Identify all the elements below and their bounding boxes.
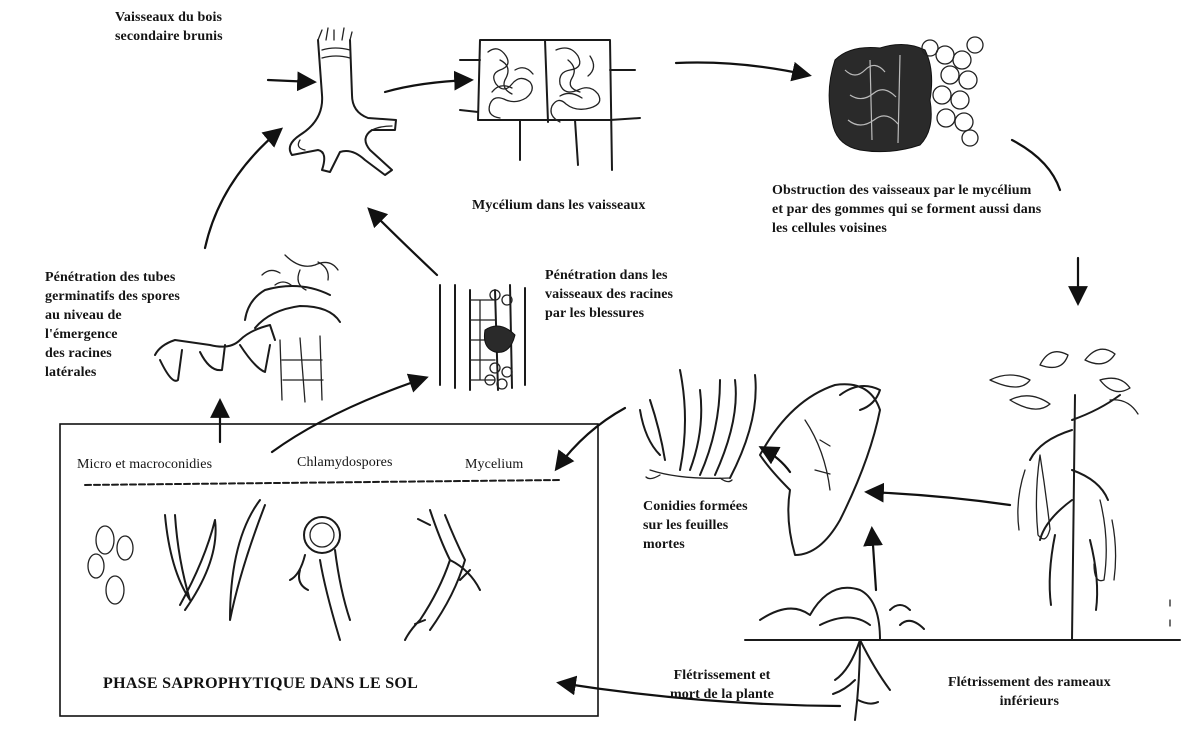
label-mycelium-vessels: Mycélium dans les vaisseaux [472,196,645,215]
label-wilting-lower: Flétrissement des rameaux inférieurs [948,673,1111,711]
label-line: mort de la plante [670,685,774,704]
root-vessel-wound-illustration [440,285,525,390]
label-line: et par des gommes qui se forment aussi d… [772,200,1041,219]
conidia-spores-illustration [88,500,265,620]
label-line: Flétrissement des rameaux [948,673,1111,692]
mycelium-cells-illustration [460,40,640,170]
soil-box-title: PHASE SAPROPHYTIQUE DANS LE SOL [103,675,418,693]
soil-header-conidia: Micro et macroconidies [77,455,212,474]
label-penetration-tubes: Pénétration des tubes germinatifs des sp… [45,268,180,382]
label-obstruction: Obstruction des vaisseaux par le mycéliu… [772,181,1041,238]
label-line: par les blessures [545,304,673,323]
soil-header-chlamydospores: Chlamydospores [297,453,393,472]
label-line: Obstruction des vaisseaux par le mycéliu… [772,181,1041,200]
label-wilting-death: Flétrissement et mort de la plante [670,666,774,704]
label-line: mortes [643,535,748,554]
label-line: sur les feuilles [643,516,748,535]
label-penetration-wounds: Pénétration dans les vaisseaux des racin… [545,266,673,323]
label-line: germinatifs des spores [45,287,180,306]
label-line: Vaisseaux du bois [115,8,223,27]
soil-header-mycelium: Mycelium [465,455,523,474]
label-line: latérales [45,363,180,382]
label-line: les cellules voisines [772,219,1041,238]
obstruction-illustration [829,37,983,152]
label-line: des racines [45,344,180,363]
label-line: au niveau de [45,306,180,325]
label-line: secondaire brunis [115,27,223,46]
label-conidia-dead-leaves: Conidies formées sur les feuilles mortes [643,497,748,554]
brown-vessel-illustration [290,28,396,175]
label-line: Pénétration dans les [545,266,673,285]
label-line: Pénétration des tubes [45,268,180,287]
label-line: Flétrissement et [670,666,774,685]
label-line: inférieurs [948,692,1111,711]
label-line: l'émergence [45,325,180,344]
mycelium-hyphae-illustration [405,510,480,640]
label-vessels-brown: Vaisseaux du bois secondaire brunis [115,8,223,46]
wilting-plant-illustration [745,349,1180,720]
label-line: Conidies formées [643,497,748,516]
label-line: vaisseaux des racines [545,285,673,304]
root-tube-penetration-illustration [155,255,340,402]
chlamydospore-illustration [290,517,350,640]
